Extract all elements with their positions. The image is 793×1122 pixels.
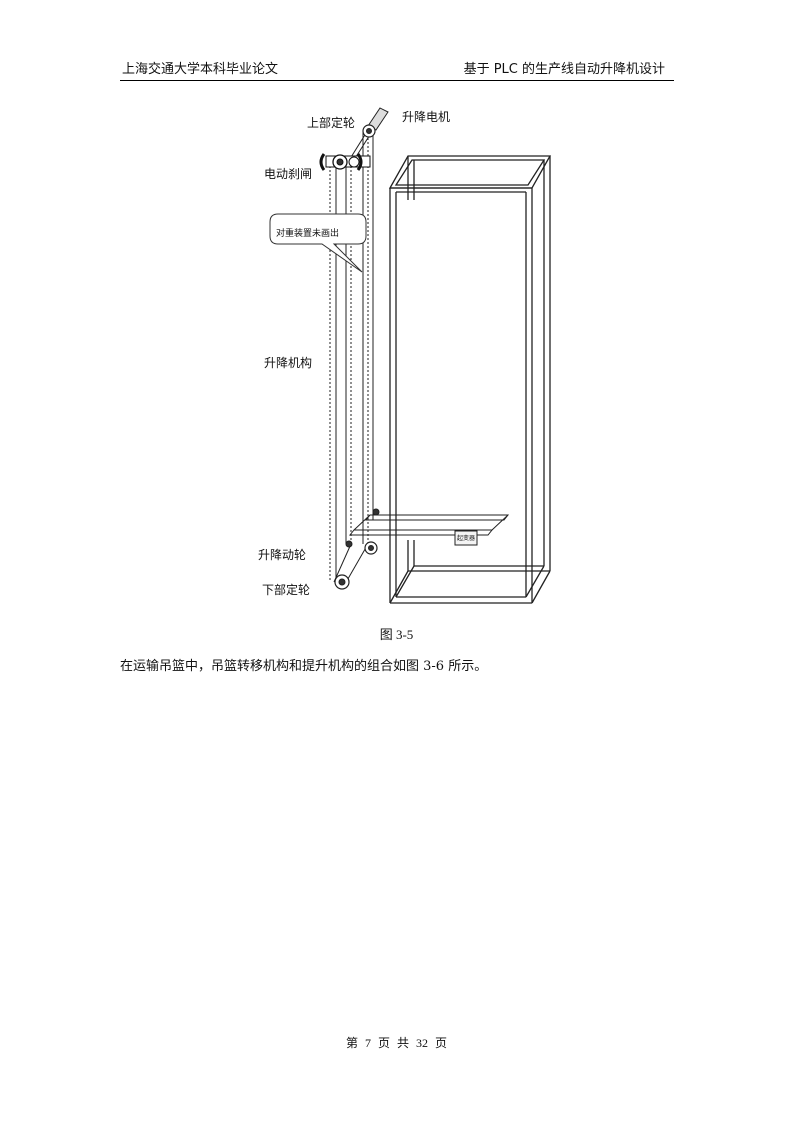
basket-platform: [348, 514, 510, 546]
running-header-left: 上海交通大学本科毕业论文: [122, 62, 279, 77]
frame: [388, 155, 552, 604]
label-bottom-pulley: 下部定轮: [262, 582, 310, 597]
callout-bubble: [269, 213, 367, 273]
lift-moving-pulley: [345, 508, 380, 555]
bottom-pulley: [334, 574, 350, 590]
header-rule: [120, 80, 674, 81]
small-box-label: 起变器: [457, 534, 475, 542]
figure-caption: 图 3-5: [379, 627, 414, 642]
lift-mechanism-diagram: 起变器: [258, 107, 552, 604]
body-paragraph: 在运输吊篮中，吊篮转移机构和提升机构的组合如图 3-6 所示。: [120, 659, 488, 674]
label-top-pulley: 上部定轮: [307, 115, 355, 130]
callout-text: 对重装置未画出: [276, 227, 339, 239]
label-lift-motor: 升降电机: [402, 110, 450, 124]
running-header-right: 基于 PLC 的生产线自动升降机设计: [463, 62, 665, 77]
label-lift-moving-pulley: 升降动轮: [258, 548, 306, 562]
label-lift-mechanism: 升降机构: [264, 355, 312, 370]
label-electric-brake: 电动刹闸: [264, 167, 312, 181]
figure-3-5: 起变器: [250, 100, 570, 612]
top-pulley: [362, 124, 376, 138]
electric-brake: [319, 153, 371, 171]
page-footer: 第 7 页 共 32 页: [345, 1036, 447, 1050]
